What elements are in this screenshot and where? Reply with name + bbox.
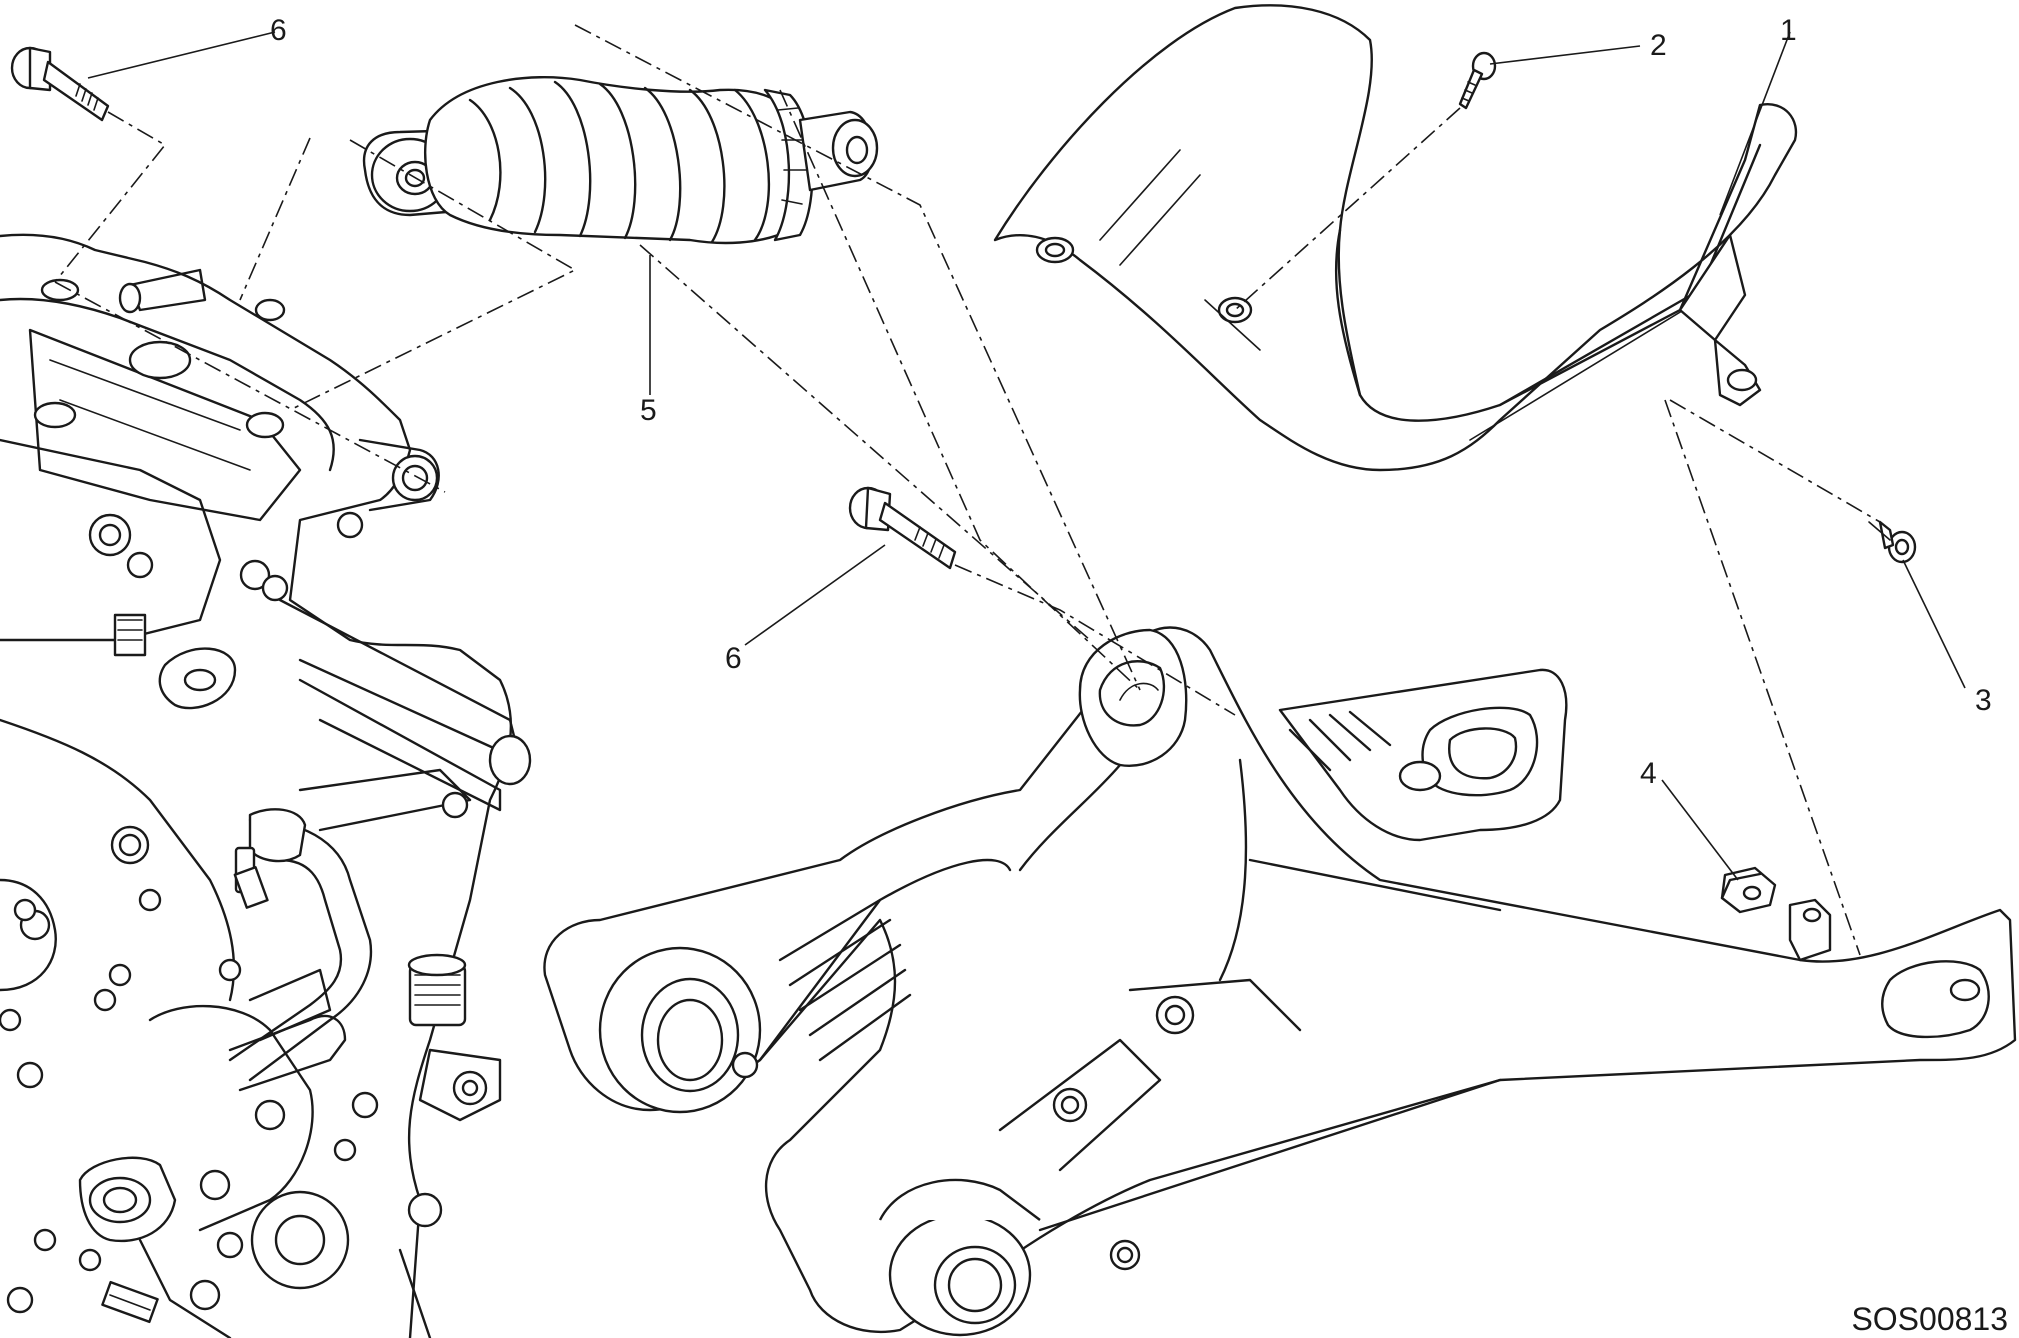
callout-6-top: 6: [270, 14, 287, 47]
screw-2: [1458, 51, 1497, 110]
engine-block: [0, 233, 532, 1338]
drawing-code: SOS00813: [1851, 1301, 2008, 1337]
shock-absorber-5: [362, 76, 879, 245]
callout-2: 2: [1650, 29, 1667, 62]
assembly-lines: [54, 24, 1881, 956]
callout-labels: 6 2 1 5 6 3 4: [270, 14, 1992, 790]
swingarm: [543, 626, 2017, 1337]
screw-3: [1868, 520, 1917, 564]
bolt-6-top: [10, 46, 110, 122]
callout-6-middle: 6: [725, 642, 742, 675]
chain-guard-1: [993, 4, 1798, 472]
bolt-6-middle: [848, 486, 957, 570]
callout-5: 5: [640, 394, 657, 427]
callout-1: 1: [1780, 14, 1797, 47]
callout-3: 3: [1975, 684, 1992, 717]
clip-nut-4: [1720, 866, 1777, 914]
callout-4: 4: [1640, 757, 1657, 790]
leader-lines: [87, 31, 1966, 881]
